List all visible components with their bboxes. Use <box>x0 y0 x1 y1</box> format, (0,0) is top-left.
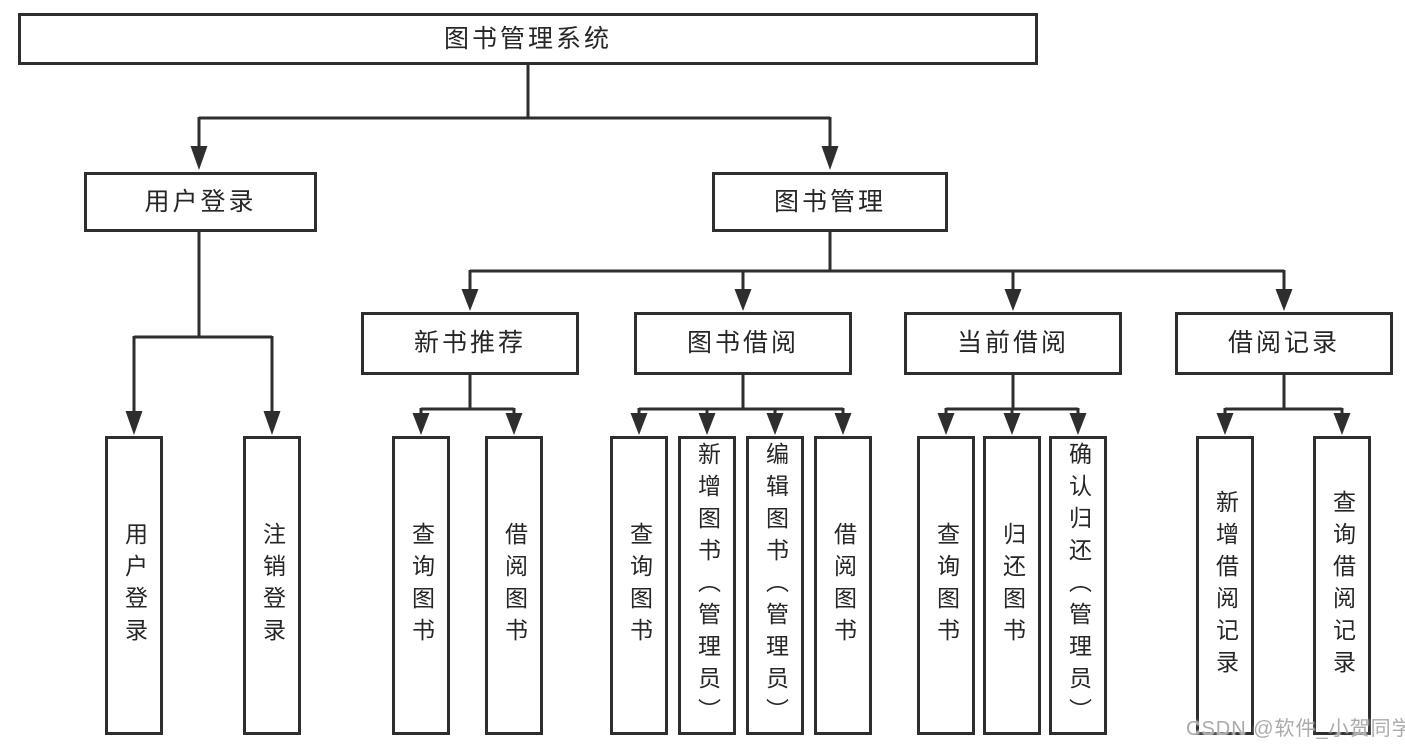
leaf-query-borrow-record: 查询借阅记录 <box>1313 436 1371 735</box>
leaf-return-books: 归还图书 <box>983 436 1041 735</box>
node-book-management: 图书管理 <box>712 172 948 232</box>
leaf-edit-books-admin: 编辑图书（管理员） <box>746 436 804 735</box>
leaf-borrow-books: 借阅图书 <box>814 436 872 735</box>
leaf-query-books-current: 查询图书 <box>917 436 975 735</box>
node-library-management-system: 图书管理系统 <box>18 13 1038 65</box>
leaf-add-borrow-record: 新增借阅记录 <box>1196 436 1254 735</box>
leaf-user-login: 用户登录 <box>105 436 163 735</box>
node-new-book-recommend: 新书推荐 <box>361 312 579 375</box>
leaf-confirm-return-admin: 确认归还（管理员） <box>1049 436 1107 735</box>
arrowhead-icons <box>125 146 1351 435</box>
leaf-borrow-books-recommend: 借阅图书 <box>485 436 543 735</box>
leaf-query-books-borrow: 查询图书 <box>610 436 668 735</box>
leaf-query-books-recommend: 查询图书 <box>392 436 450 735</box>
leaf-logout: 注销登录 <box>243 436 301 735</box>
leaf-add-books-admin: 新增图书（管理员） <box>678 436 736 735</box>
node-borrow-records: 借阅记录 <box>1175 312 1393 375</box>
node-current-borrow: 当前借阅 <box>904 312 1122 375</box>
node-book-borrow: 图书借阅 <box>634 312 852 375</box>
node-user-login: 用户登录 <box>84 172 317 232</box>
